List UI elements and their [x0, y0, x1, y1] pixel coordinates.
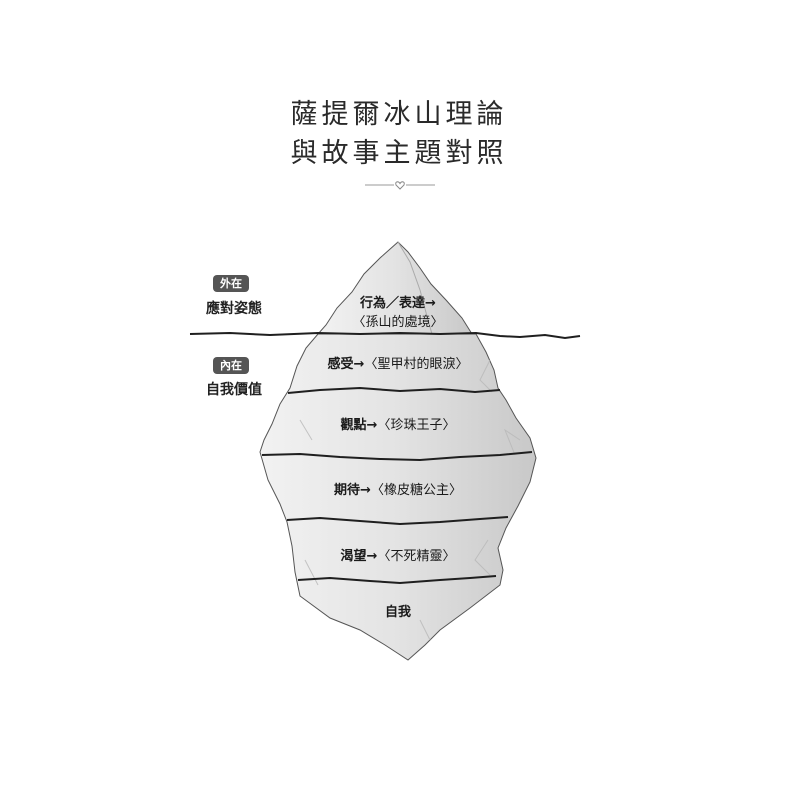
outer-label: 應對姿態 [206, 301, 262, 317]
layer-line-1 [287, 386, 501, 394]
water-line [189, 331, 581, 340]
layer-label-behavior: 行為／表達→ 〈孫山的處境〉 [268, 292, 528, 330]
layer-perception-text: 觀點→ [340, 418, 378, 433]
layer-expectation-work: 〈橡皮糖公主〉 [370, 483, 462, 498]
layer-behavior-line1: 行為／表達→ [360, 296, 436, 311]
title-line-2: 與故事主題對照 [290, 138, 508, 169]
layer-yearning-text: 渴望→ [340, 549, 378, 564]
layer-line-3 [286, 516, 509, 526]
layer-line-4 [297, 575, 497, 585]
layer-feeling-text: 感受→ [327, 357, 365, 372]
layer-label-perception: 觀點→〈珍珠王子〉 [268, 414, 528, 433]
layer-yearning-work: 〈不死精靈〉 [377, 549, 456, 564]
layer-label-yearning: 渴望→〈不死精靈〉 [268, 545, 528, 564]
layer-perception-work: 〈珍珠王子〉 [377, 418, 456, 433]
title-line-1: 薩提爾冰山理論 [290, 99, 508, 130]
heart-icon [395, 181, 405, 190]
outer-badge: 外在 [213, 275, 249, 292]
layer-feeling-work: 〈聖甲村的眼淚〉 [364, 357, 469, 372]
layer-expectation-text: 期待→ [334, 483, 371, 498]
layer-label-feeling: 感受→〈聖甲村的眼淚〉 [268, 353, 528, 372]
layer-self-text: 自我 [384, 605, 411, 620]
layer-label-self: 自我 [268, 601, 528, 620]
inner-label: 自我價值 [206, 382, 262, 398]
layer-behavior-line2: 〈孫山的處境〉 [352, 315, 444, 330]
divider-ornament [365, 181, 435, 190]
inner-badge: 內在 [213, 357, 249, 374]
layer-line-2 [261, 451, 533, 462]
layer-label-expectation: 期待→〈橡皮糖公主〉 [268, 479, 528, 498]
